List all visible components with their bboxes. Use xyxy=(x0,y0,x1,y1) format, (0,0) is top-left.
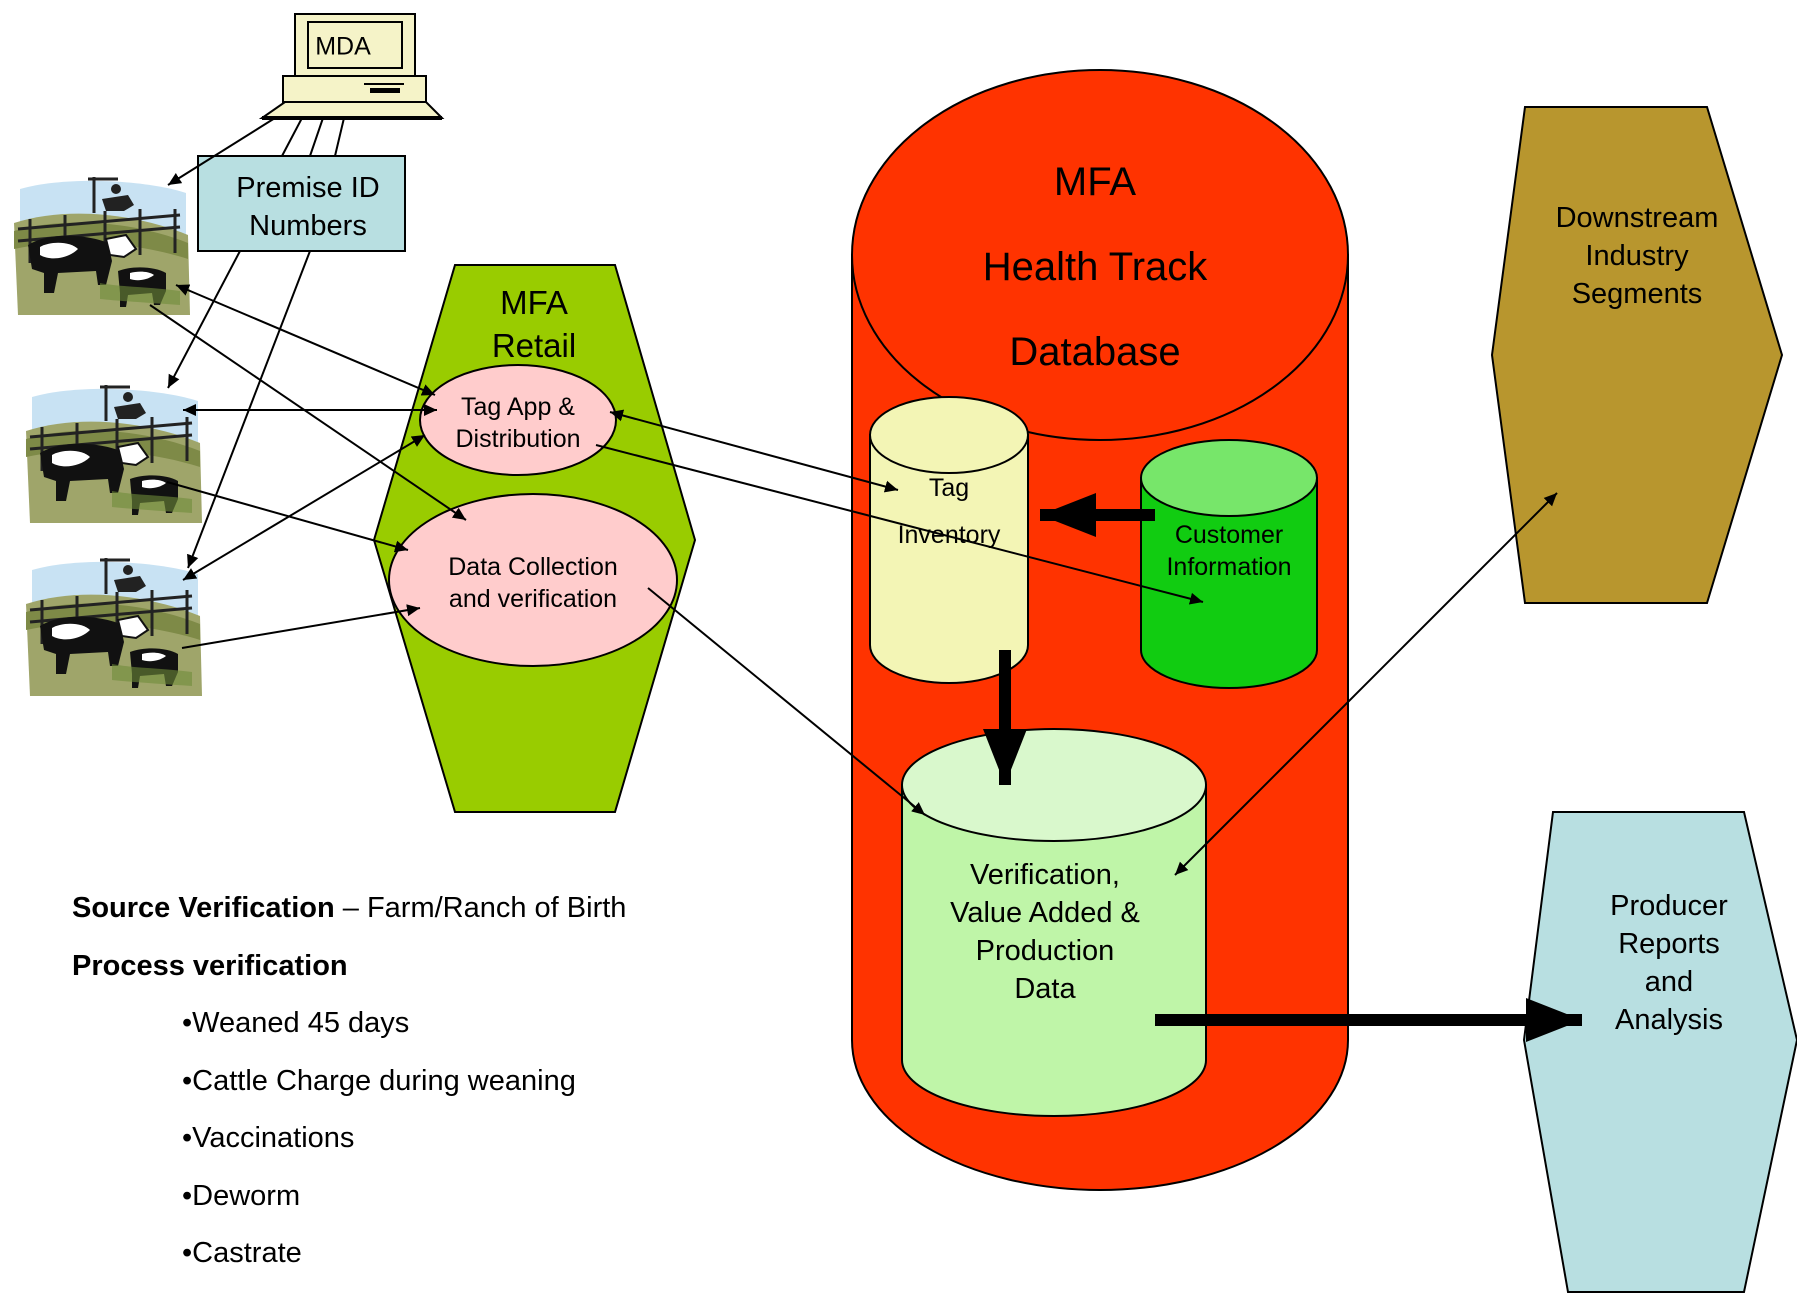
downstream-line1: Downstream xyxy=(1556,202,1719,234)
customer-information-cylinder: Customer Information xyxy=(1140,439,1318,689)
data-collection-line2: and verification xyxy=(449,585,617,613)
data-collection-line1: Data Collection xyxy=(448,553,618,581)
customer-line2: Information xyxy=(1166,553,1291,581)
tag-inventory-cylinder: Tag Inventory xyxy=(869,396,1029,684)
bullet-item: •Deworm xyxy=(182,1179,301,1212)
computer-screen-label: MDA xyxy=(315,33,371,61)
computer-icon: MDA xyxy=(258,13,445,120)
tag-app-line1: Tag App & xyxy=(461,393,575,421)
bullet-item: •Weaned 45 days xyxy=(182,1007,410,1039)
source-verification-label: Source Verification xyxy=(72,892,335,924)
data-collection-ellipse xyxy=(388,493,678,667)
premise-line1: Premise ID xyxy=(236,172,379,204)
verification-notes: Source Verification – Farm/Ranch of Birt… xyxy=(72,880,792,1283)
downstream-line2: Industry xyxy=(1585,240,1689,272)
bullet-item: •Castrate xyxy=(182,1237,302,1269)
customer-line1: Customer xyxy=(1175,521,1283,549)
database-title-line1: MFA xyxy=(1054,160,1137,204)
retail-title-line2: Retail xyxy=(492,327,576,364)
farm-image-1 xyxy=(8,173,192,317)
mfa-retail-hexagon: MFA Retail Tag App & Distribution Data C… xyxy=(372,264,697,813)
verification-data-cylinder: Verification, Value Added & Production D… xyxy=(901,728,1207,1117)
reports-line1: Producer xyxy=(1610,890,1728,922)
premise-id-box: Premise ID Numbers xyxy=(197,155,406,252)
source-verification-line: Source Verification – Farm/Ranch of Birt… xyxy=(72,880,792,938)
downstream-segments-hexagon: Downstream Industry Segments xyxy=(1490,106,1784,604)
process-verification-line: Process verification xyxy=(72,938,792,996)
verification-line4: Data xyxy=(1014,973,1076,1005)
producer-reports-hexagon: Producer Reports and Analysis xyxy=(1522,811,1797,1293)
tag-inventory-line1: Tag xyxy=(929,474,969,502)
connectors xyxy=(149,117,1582,1042)
reports-line4: Analysis xyxy=(1615,1004,1723,1036)
bullet-item: •Cattle Charge during weaning xyxy=(182,1064,576,1097)
farm-image-3 xyxy=(20,554,204,698)
source-verification-detail: – Farm/Ranch of Birth xyxy=(334,892,627,924)
reports-line3: and xyxy=(1645,966,1693,998)
tag-app-line2: Distribution xyxy=(455,425,580,453)
verification-line1: Verification, xyxy=(970,859,1120,891)
reports-line2: Reports xyxy=(1618,928,1720,960)
verification-line3: Production xyxy=(976,935,1115,967)
downstream-line3: Segments xyxy=(1572,278,1703,310)
database-title-line2: Health Track xyxy=(983,245,1209,289)
process-verification-label: Process verification xyxy=(72,949,348,982)
retail-title-line1: MFA xyxy=(500,284,568,321)
database-title-line3: Database xyxy=(1009,330,1180,374)
bullet-item: •Vaccinations xyxy=(182,1122,355,1154)
premise-line2: Numbers xyxy=(249,210,367,242)
farm-image-2 xyxy=(20,381,204,525)
verification-line2: Value Added & xyxy=(950,897,1140,929)
